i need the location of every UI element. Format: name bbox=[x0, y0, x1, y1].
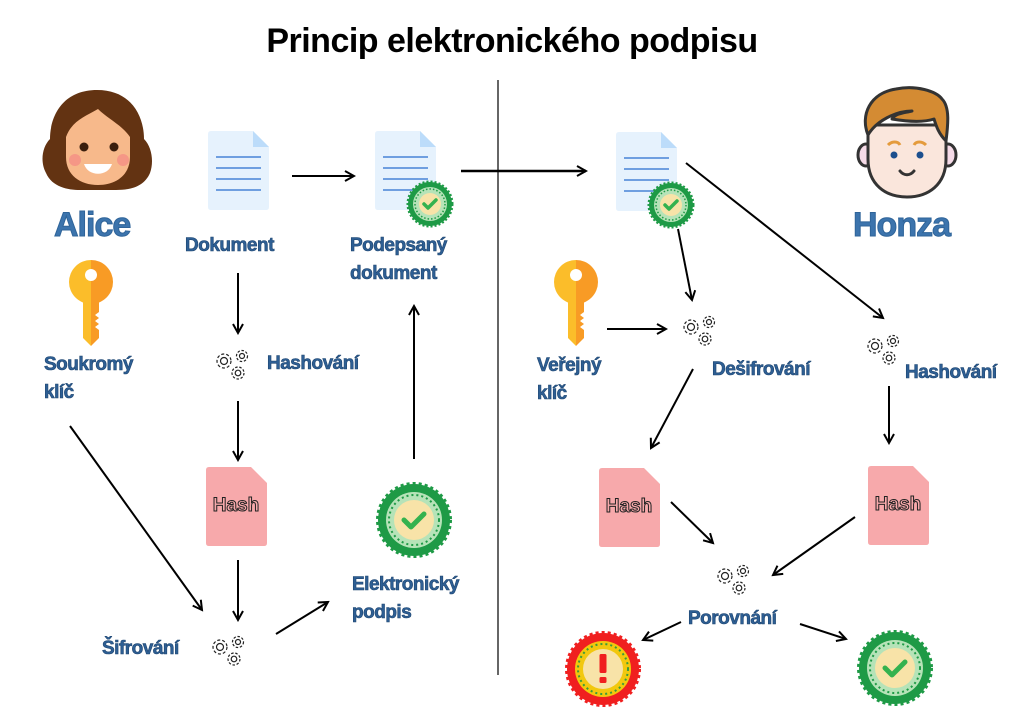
computed-hash-label: Hash bbox=[874, 494, 922, 516]
encryption-label: Šifrování bbox=[102, 638, 180, 660]
man-avatar-icon bbox=[856, 86, 958, 199]
private-key-icon bbox=[69, 260, 113, 346]
hash-file-icon bbox=[206, 467, 267, 546]
diagram-title: Princip elektronického podpisu bbox=[266, 22, 758, 60]
receiver-hashing-gears-icon bbox=[867, 334, 900, 365]
hash-box: Hash bbox=[205, 467, 267, 547]
decryption-gears-icon bbox=[683, 315, 716, 346]
receiver-hashing-label: Hashování bbox=[905, 362, 998, 384]
arrow-hash-right-to-comparison bbox=[773, 516, 856, 575]
signed-document-icon bbox=[375, 131, 454, 228]
arrow-decryption-to-hash bbox=[651, 368, 694, 448]
private-key-label: Soukromý klíč bbox=[44, 354, 134, 404]
decryption-label: Dešifrování bbox=[712, 359, 811, 381]
arrow-document-to-decryption bbox=[677, 228, 692, 300]
comparison-gears-icon bbox=[717, 564, 750, 595]
arrow-encryption-to-signature bbox=[275, 602, 328, 635]
received-signed-document-icon bbox=[616, 132, 695, 229]
receiver-name: Honza bbox=[853, 206, 952, 245]
arrow-hash-left-to-comparison bbox=[670, 501, 713, 543]
decrypted-hash-label: Hash bbox=[605, 496, 653, 518]
hash-file-icon bbox=[868, 466, 929, 545]
arrow-comparison-to-valid bbox=[799, 623, 846, 639]
valid-badge-icon bbox=[857, 630, 933, 706]
woman-avatar-icon bbox=[42, 90, 152, 190]
encryption-gears-icon bbox=[212, 635, 245, 666]
sender-name: Alice bbox=[53, 206, 131, 245]
hash-box-label: Hash bbox=[212, 495, 260, 517]
electronic-signature-badge-icon bbox=[376, 482, 452, 558]
arrow-comparison-to-invalid bbox=[643, 621, 682, 640]
hashing-label: Hashování bbox=[267, 353, 360, 375]
comparison-label: Porovnání bbox=[688, 608, 778, 630]
public-key-icon bbox=[554, 260, 598, 346]
signed-document-label: Podepsaný dokument bbox=[350, 235, 448, 285]
electronic-signature-label: Elektronický podpis bbox=[352, 574, 460, 624]
invalid-badge-icon bbox=[565, 631, 641, 707]
decrypted-hash-box: Hash bbox=[598, 468, 660, 548]
computed-hash-box: Hash bbox=[867, 466, 929, 546]
public-key-label: Veřejný klíč bbox=[537, 355, 602, 405]
arrow-key-to-encryption bbox=[69, 425, 202, 610]
document-label: Dokument bbox=[185, 235, 275, 257]
document-icon bbox=[208, 131, 269, 210]
arrow-document-to-hashing-right bbox=[685, 162, 883, 318]
hashing-gears-icon bbox=[216, 349, 249, 380]
hash-file-icon bbox=[599, 468, 660, 547]
